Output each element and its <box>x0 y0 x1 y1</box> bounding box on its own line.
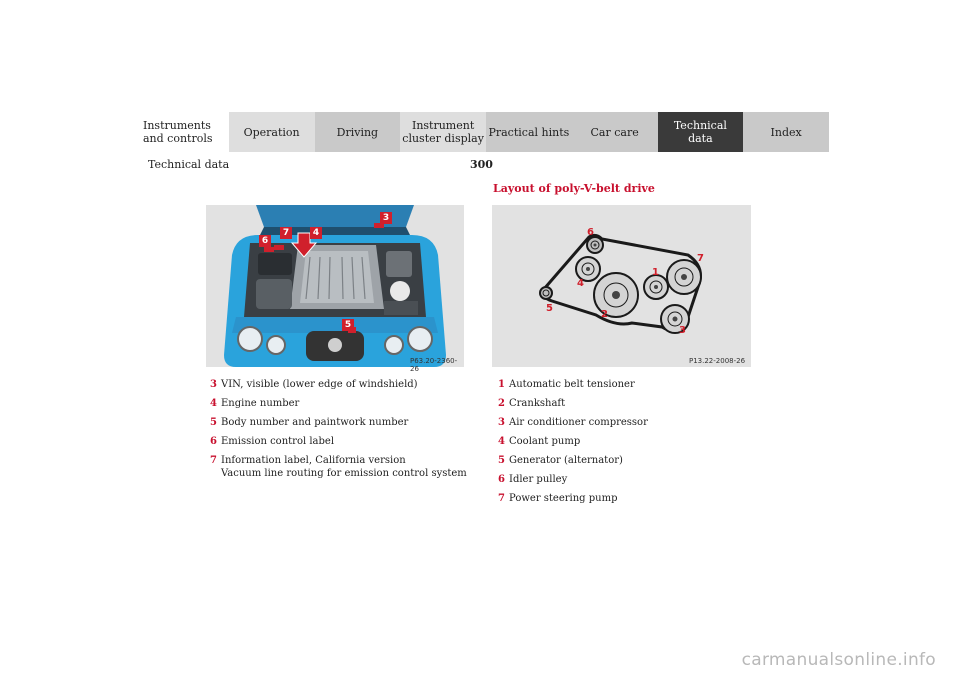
callout-6: 6 <box>587 227 594 238</box>
engine-compartment-illustration <box>206 205 464 367</box>
section-title: Technical data <box>148 158 230 171</box>
callout-3: 3 <box>679 325 686 336</box>
tab-operation[interactable]: Operation <box>228 112 315 152</box>
tab-car-care[interactable]: Car care <box>571 112 658 152</box>
tab-driving[interactable]: Driving <box>314 112 401 152</box>
chapter-tabs: Instruments and controls Operation Drivi… <box>131 112 829 152</box>
tab-instrument-cluster-display[interactable]: Instrument cluster display <box>400 112 486 152</box>
tab-practical-hints[interactable]: Practical hints <box>486 112 572 152</box>
tab-instruments-and-controls[interactable]: Instruments and controls <box>131 112 229 152</box>
callout-4: 4 <box>310 227 322 239</box>
engine-compartment-figure: 3 4 5 6 7 P63.20-2360-26 <box>206 205 464 373</box>
callout-3: 3 <box>380 212 392 224</box>
figure-code: P13.22-2008-26 <box>689 357 746 365</box>
figure-code: P63.20-2360-26 <box>410 357 458 373</box>
callout-5: 5 <box>342 319 354 331</box>
page-number: 300 <box>470 158 493 171</box>
callout-5: 5 <box>546 303 553 314</box>
tab-index[interactable]: Index <box>743 112 829 152</box>
callout-6: 6 <box>259 235 271 247</box>
callout-7: 7 <box>697 253 704 264</box>
callout-7: 7 <box>280 227 292 239</box>
belt-drive-heading: Layout of poly-V-belt drive <box>493 182 655 195</box>
belt-drive-figure: 1 2 3 4 5 6 7 P13.22-2008-26 <box>492 205 751 367</box>
belt-drive-diagram <box>492 205 751 367</box>
callout-2: 2 <box>601 309 608 320</box>
callout-4: 4 <box>577 278 584 289</box>
tab-technical-data[interactable]: Technical data <box>657 112 744 152</box>
callout-1: 1 <box>652 267 659 278</box>
watermark: carmanualsonline.info <box>741 650 936 670</box>
